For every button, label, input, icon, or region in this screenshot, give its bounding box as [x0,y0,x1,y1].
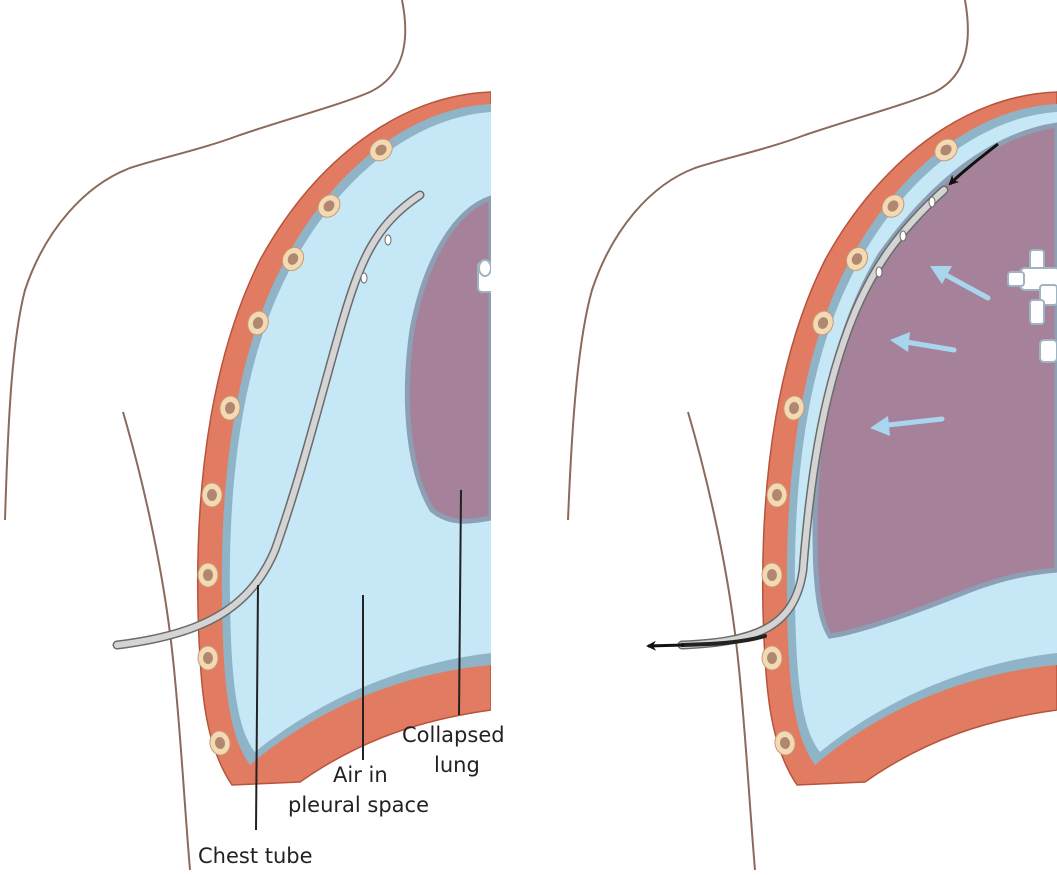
reexpanded-lung [812,122,1057,639]
bronchus-icon [1007,249,1057,363]
airflow-arrow-icon [930,266,991,301]
bronchus-icon [477,259,491,293]
ribs-left [197,138,393,756]
airflow-arrow-icon [870,416,945,436]
label-lung-line2: lung [434,753,480,777]
right-panel [567,0,1057,870]
ribs-right [761,138,958,756]
label-air-line2: pleural space [288,793,429,817]
label-air-line1: Air in [333,763,388,787]
body-outline-right [567,0,969,521]
label-lung-line1: Collapsed [402,723,505,747]
arm-outline-right [687,411,756,870]
airflow-arrow-icon [890,332,957,353]
left-panel [4,0,491,870]
drain-arrow-icon [948,142,999,186]
arm-outline-left [122,411,191,870]
collapsed-lung [404,195,491,524]
drain-arrow-icon [646,640,685,651]
chest-tube-left [112,190,425,650]
chest-tube-right [677,185,949,650]
body-outline-left [4,0,407,521]
leader-lines [255,489,462,831]
label-chest-tube: Chest tube [198,844,313,868]
airflow-arrows [870,266,991,436]
